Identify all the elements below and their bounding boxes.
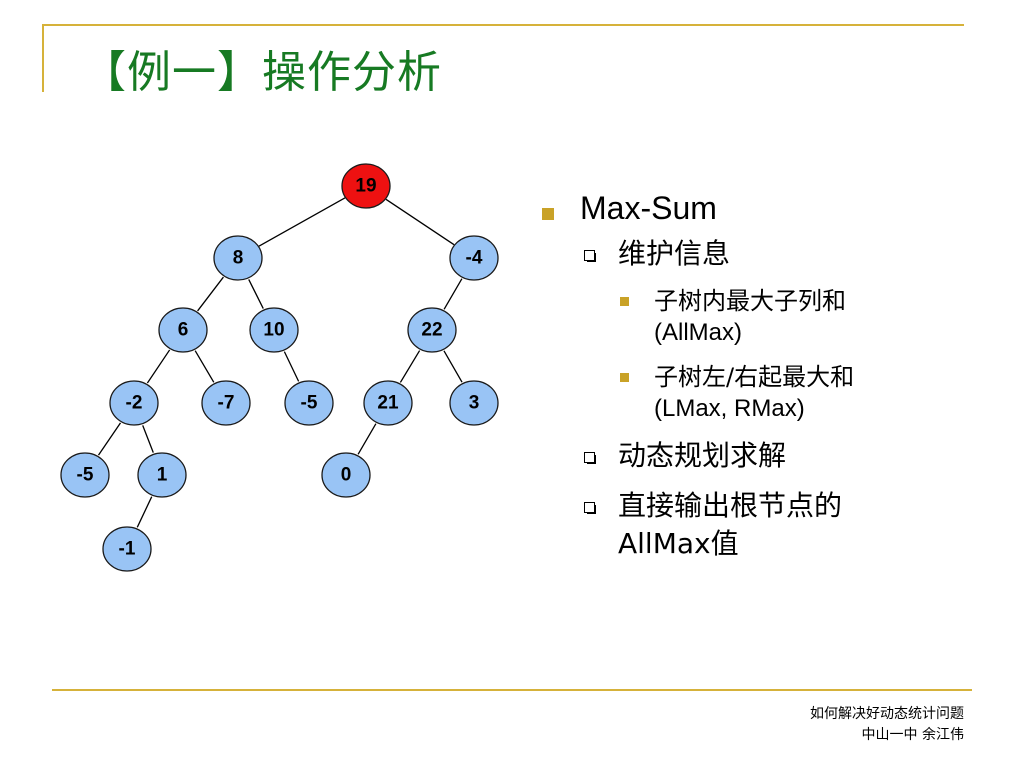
tree-node-nm1: -1 (102, 526, 152, 572)
tree-edge-n22-n3 (443, 350, 463, 383)
tree-node-nm2: -2 (109, 380, 159, 426)
bullet-maintain-info: 维护信息 (540, 235, 980, 273)
tree-node-label: 0 (341, 465, 352, 486)
bullet-list: Max-Sum 维护信息 子树内最大子列和 (AllMax) 子树左/右起最大和… (540, 190, 980, 575)
tree-node-label: -1 (119, 539, 136, 560)
tree-node-nm5a: -5 (284, 380, 334, 426)
tree-edge-n21-n0 (357, 423, 377, 455)
bullet-lmax-rmax-line2: (LMax, RMax) (654, 395, 805, 422)
tree-node-circle (109, 380, 159, 426)
checkbox-bullet-icon (584, 502, 596, 514)
tree-edge-nm2-n1 (142, 425, 154, 453)
tree-node-label: 1 (157, 465, 168, 486)
slide-title: 【例一】操作分析 (82, 47, 442, 98)
tree-node-circle (284, 380, 334, 426)
tree-node-circle (449, 380, 499, 426)
tree-node-nm7: -7 (201, 380, 251, 426)
tree-node-label: 21 (377, 393, 399, 414)
tree-node-n6: 6 (158, 307, 208, 353)
tree-node-n10: 10 (249, 307, 299, 353)
tree-node-n1: 1 (137, 452, 187, 498)
bullet-lmax-rmax: 子树左/右起最大和 (LMax, RMax) (540, 361, 980, 425)
tree-node-n21: 21 (363, 380, 413, 426)
tree-edges (97, 197, 463, 528)
tree-node-label: 10 (263, 320, 284, 341)
bullet-dp-solve: 动态规划求解 (540, 437, 980, 475)
tree-edge-n6-nm2 (146, 349, 171, 384)
checkbox-bullet-icon (584, 452, 596, 464)
tree-node-label: -7 (218, 393, 235, 414)
bullet-max-sum: Max-Sum (540, 190, 980, 227)
tree-node-label: 3 (469, 393, 480, 414)
tree-node-circle (363, 380, 413, 426)
tree-node-circle (158, 307, 208, 353)
bullet-output-root-line1: 直接输出根节点的 (618, 489, 843, 522)
bottom-rule (52, 689, 972, 691)
tree-node-label: -4 (466, 248, 483, 269)
tree-node-circle (102, 526, 152, 572)
bullet-allmax: 子树内最大子列和 (AllMax) (540, 285, 980, 349)
tree-node-circle (201, 380, 251, 426)
tree-node-label: 22 (421, 320, 442, 341)
tree-edge-nm4-n22 (443, 278, 463, 310)
tree-node-nm5b: -5 (60, 452, 110, 498)
tree-edge-n8-n6 (197, 276, 224, 312)
bullet-dp-solve-text: 动态规划求解 (618, 439, 787, 472)
tree-node-n8: 8 (213, 235, 263, 281)
bullet-maintain-info-text: 维护信息 (618, 237, 731, 270)
bullet-output-root-line2: AllMax值 (618, 527, 739, 560)
tree-node-circle (60, 452, 110, 498)
tree-node-n0: 0 (321, 452, 371, 498)
tree-node-n3: 3 (449, 380, 499, 426)
tree-edge-n8-n10 (248, 279, 264, 309)
bullet-output-root: 直接输出根节点的 AllMax值 (540, 487, 980, 563)
checkbox-bullet-icon (584, 250, 596, 262)
bullet-allmax-line1: 子树内最大子列和 (654, 287, 846, 315)
tree-edge-n1-nm1 (136, 496, 153, 528)
tree-node-circle (213, 235, 263, 281)
tree-edge-n10-nm5a (283, 351, 300, 382)
bullet-allmax-line2: (AllMax) (654, 319, 742, 346)
tree-node-circle (341, 163, 391, 209)
tree-edge-nm2-nm5b (97, 422, 122, 456)
tree-edge-n6-nm7 (194, 350, 215, 383)
tree-node-n22: 22 (407, 307, 457, 353)
tree-node-label: 19 (355, 176, 376, 197)
tree-node-label: 8 (233, 248, 244, 269)
footer-line2: 中山一中 余江伟 (861, 727, 964, 743)
tree-node-label: -5 (77, 465, 94, 486)
tree-node-n19: 19 (341, 163, 391, 209)
tree-node-label: 6 (178, 320, 189, 341)
top-rule (42, 24, 964, 26)
tree-edge-n22-n21 (399, 350, 421, 383)
tree-node-circle (137, 452, 187, 498)
footer-line1: 如何解决好动态统计问题 (810, 706, 964, 722)
tree-node-nm4: -4 (449, 235, 499, 281)
footer: 如何解决好动态统计问题 中山一中 余江伟 (810, 704, 964, 746)
tree-edge-n19-nm4 (385, 198, 455, 246)
tree-node-circle (249, 307, 299, 353)
tree-edge-n19-n8 (258, 197, 346, 247)
tree-node-label: -5 (301, 393, 318, 414)
tree-node-circle (407, 307, 457, 353)
tree-node-label: -2 (126, 393, 143, 414)
bullet-lmax-rmax-line1: 子树左/右起最大和 (654, 363, 855, 391)
tree-node-circle (321, 452, 371, 498)
left-rule (42, 24, 44, 92)
tree-node-circle (449, 235, 499, 281)
